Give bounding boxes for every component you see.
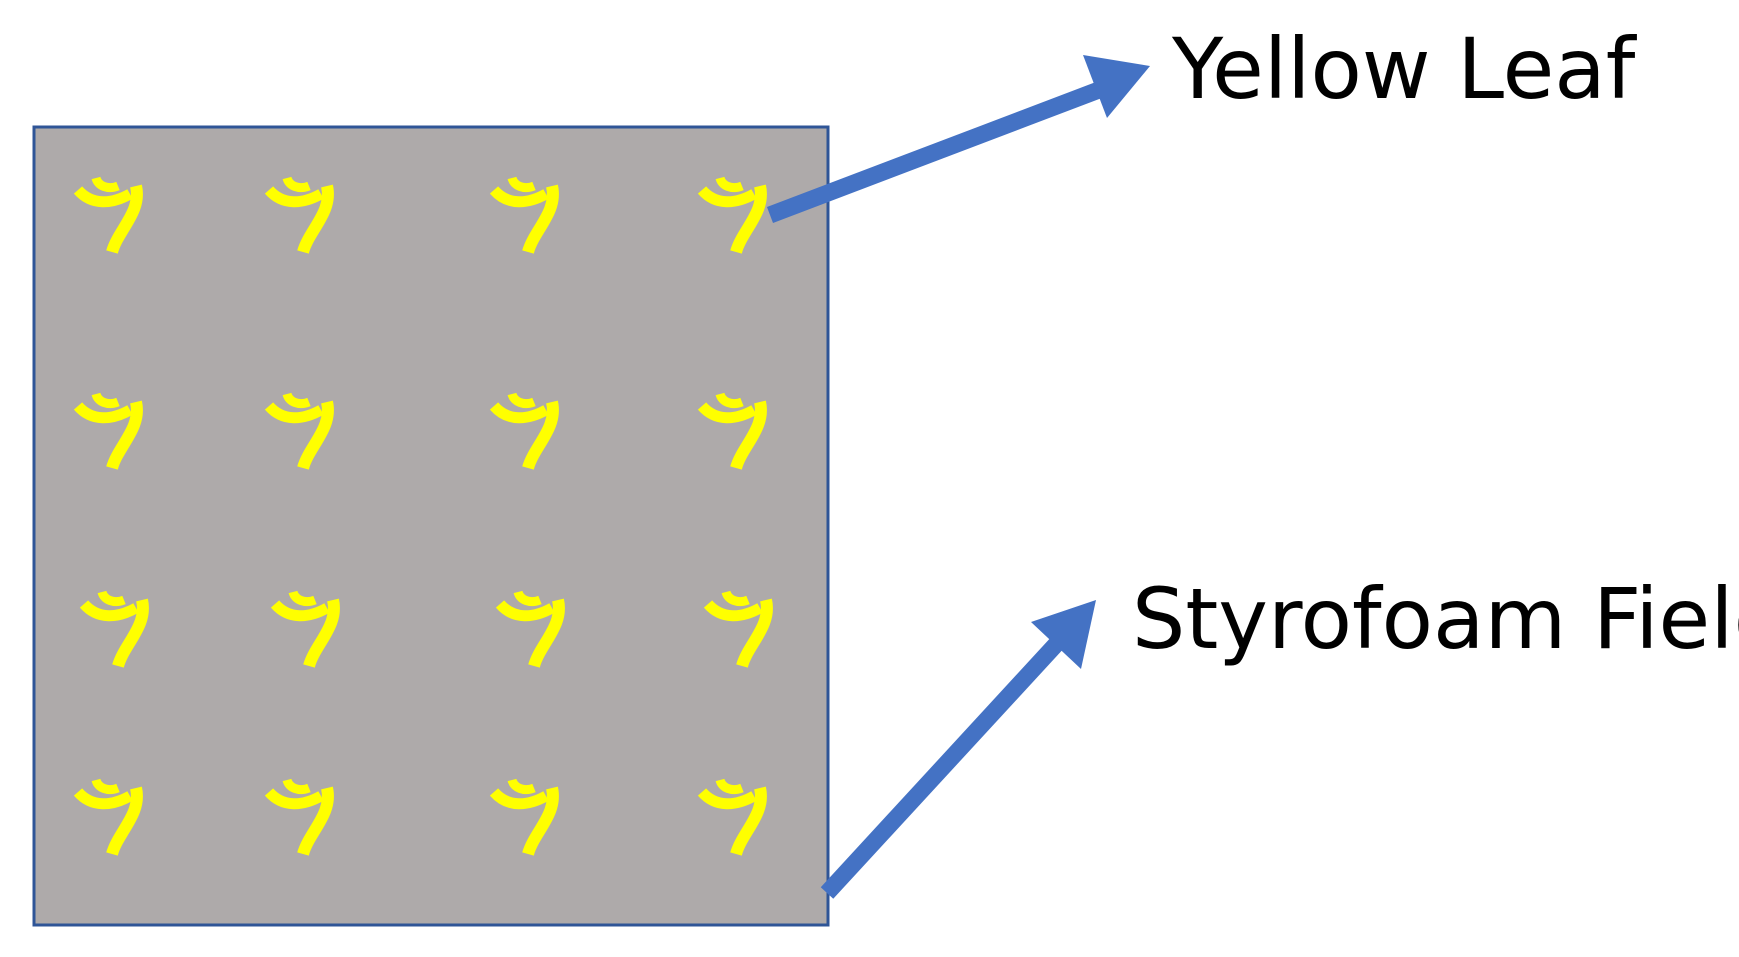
arrow-to-styrofoam-field <box>820 600 1096 899</box>
styrofoam-field <box>32 125 830 927</box>
arrow-to-yellow-leaf <box>766 55 1150 223</box>
label-yellow-leaf: Yellow Leaf <box>1171 20 1638 118</box>
label-styrofoam-field: Styrofoam Field <box>1132 570 1739 668</box>
